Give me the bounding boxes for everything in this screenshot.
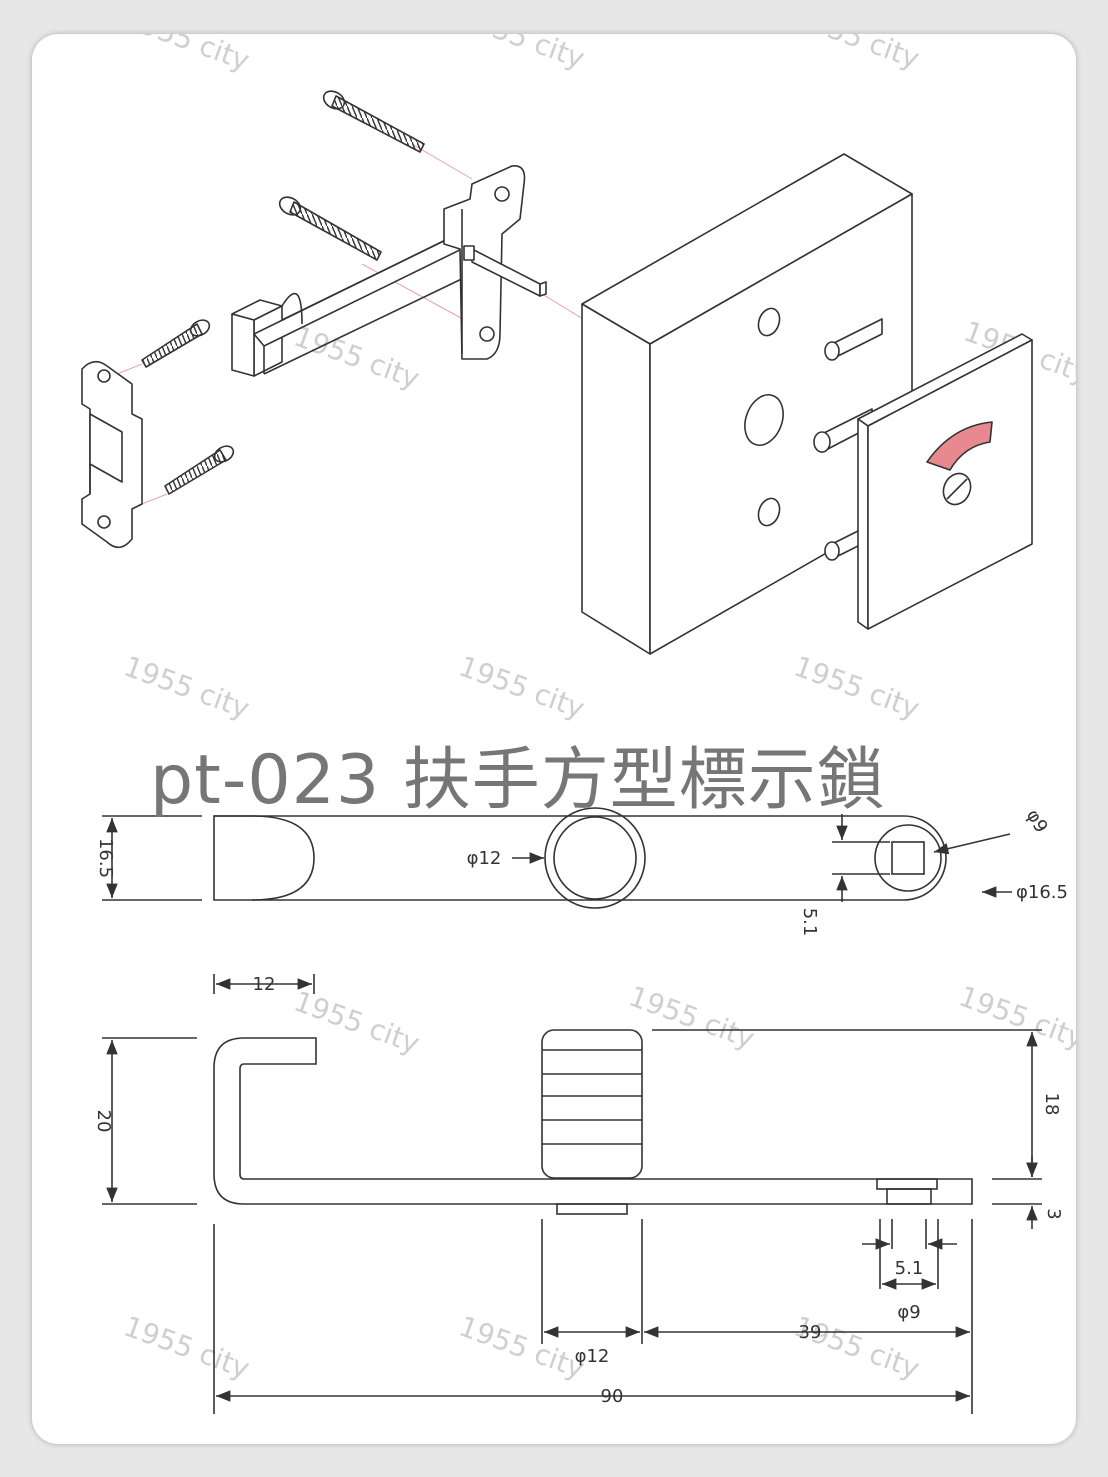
watermark: 1955 city: [120, 650, 254, 726]
screw-middle: [278, 196, 382, 261]
watermark: 1955 city: [290, 320, 424, 396]
dim-hook-12: 12: [253, 974, 276, 995]
top-view-labels: 16.5 φ12 φ9 φ16.5 5.1 12: [95, 806, 1068, 995]
dim-height-16-5: 16.5: [95, 838, 116, 878]
dim-inner-9: φ9: [1022, 806, 1052, 837]
top-view-outline: [213, 815, 947, 901]
side-view-labels: 20 18 3 5.1 φ9 φ12 39 90: [93, 1093, 1064, 1407]
watermark: 1955 city: [455, 34, 589, 75]
indicator-pins: [813, 318, 883, 561]
exploded-view: [81, 90, 1033, 655]
watermark: 1955 city: [455, 650, 589, 726]
dim-hole-12: φ12: [467, 848, 502, 869]
dim-height-20: 20: [93, 1110, 114, 1133]
indicator-red-window: [926, 421, 993, 471]
screw-top: [322, 90, 425, 153]
drawing-card: 1955 city 1955 city 1955 city 1955 city …: [32, 34, 1076, 1444]
dim-outer-16-5: φ16.5: [1016, 882, 1068, 903]
watermark: 1955 city: [790, 650, 924, 726]
product-title: pt-023 扶手方型標示鎖: [150, 741, 886, 820]
dim-square-5-1: 5.1: [799, 908, 820, 937]
spindle-circle: [874, 824, 942, 892]
spindle: [463, 245, 547, 297]
spindle-square: [891, 841, 925, 875]
watermark-layer: 1955 city 1955 city 1955 city 1955 city …: [120, 34, 1076, 1385]
dim-spindle-12: φ12: [575, 1346, 610, 1367]
hole-outer: [544, 807, 646, 909]
dim-spindle-18: 18: [1041, 1093, 1062, 1116]
watermark: 1955 city: [290, 985, 424, 1061]
dim-spindle-end-9: φ9: [897, 1302, 920, 1323]
watermark: 1955 city: [790, 34, 924, 75]
watermark: 1955 city: [625, 980, 759, 1056]
strike-plate: [81, 360, 143, 549]
side-view-spindle: [541, 1029, 938, 1215]
dim-thickness-3: 3: [1043, 1208, 1064, 1219]
screw-left-upper: [141, 319, 211, 368]
screw-left-lower: [164, 445, 235, 495]
watermark: 1955 city: [120, 1310, 254, 1386]
dim-offset-39: 39: [799, 1322, 822, 1343]
technical-drawing: 1955 city 1955 city 1955 city 1955 city …: [81, 34, 1076, 1414]
watermark: 1955 city: [120, 34, 254, 77]
indicator-plate: [857, 333, 1033, 630]
watermark: 1955 city: [455, 1310, 589, 1386]
hole-inner: [553, 816, 637, 900]
side-view-hook: [213, 1037, 973, 1205]
dim-total-90: 90: [601, 1386, 624, 1407]
dim-square-5-1: 5.1: [895, 1258, 924, 1279]
hook-bar: [231, 231, 473, 377]
top-view: [102, 807, 1012, 994]
watermark: 1955 city: [955, 980, 1076, 1056]
top-view-hook-curve: [214, 815, 315, 901]
side-view: [102, 1029, 1042, 1414]
